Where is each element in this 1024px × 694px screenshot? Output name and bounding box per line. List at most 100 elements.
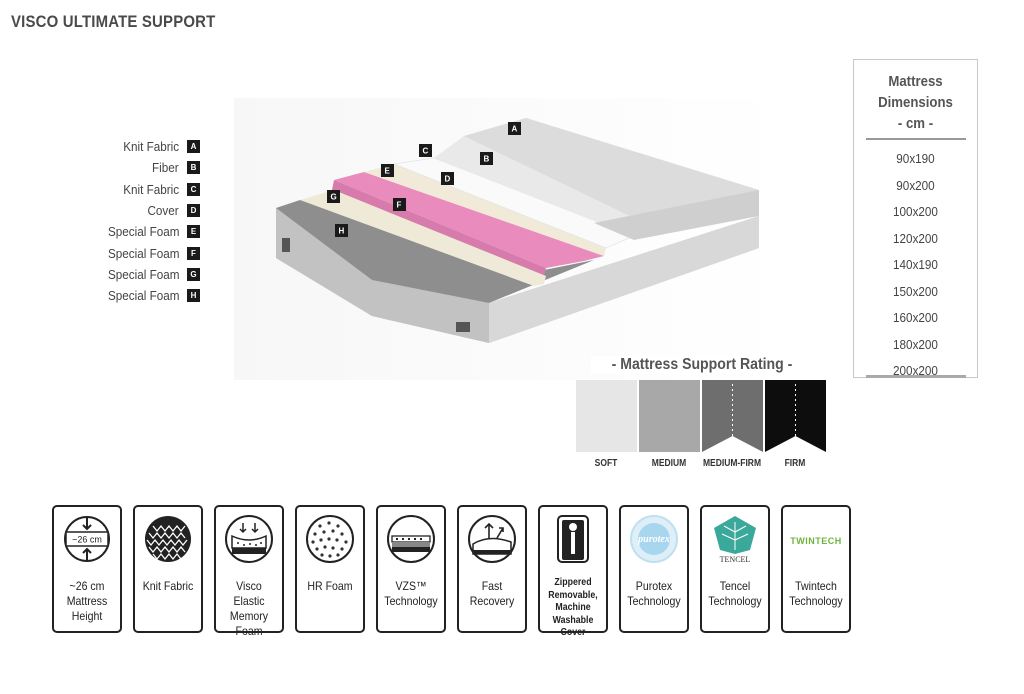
feature-memory-foam: Visco Elastic Memory Foam xyxy=(214,505,284,638)
callout-b xyxy=(480,152,493,165)
legend-badge: D xyxy=(187,204,200,218)
legend-label: Knit Fabric xyxy=(123,181,179,197)
dimensions-title-line2: Dimensions xyxy=(878,94,953,111)
feature-caption: Visco Elastic Memory Foam xyxy=(229,579,269,638)
dimension-size: 140x190 xyxy=(893,257,938,272)
feature-caption: Purotex Technology xyxy=(627,579,681,608)
rating-label-soft: SOFT xyxy=(594,458,618,469)
callout-d-text: D xyxy=(445,175,451,184)
knit-fabric-icon xyxy=(145,516,191,562)
dimensions-title-line1: Mattress xyxy=(888,73,943,90)
callout-g xyxy=(327,190,340,203)
feature-purotex-technology: purotex Purotex Technology xyxy=(619,505,689,633)
callout-e-text: E xyxy=(385,167,391,176)
legend-badge: E xyxy=(187,225,200,239)
legend-label: Special Foam xyxy=(107,266,179,282)
dimensions-bottom-bar xyxy=(866,375,966,378)
rating-swatch-soft xyxy=(576,380,637,452)
tencel-leaf-icon: TENCEL xyxy=(714,516,756,564)
callout-c-text: C xyxy=(423,147,429,156)
rating-swatch-firm xyxy=(765,380,826,452)
legend-row: Special Foam E xyxy=(60,221,200,242)
feature-fast-recovery: Fast Recovery xyxy=(457,505,527,633)
callout-g-text: G xyxy=(331,193,337,202)
page-title: VISCO ULTIMATE SUPPORT xyxy=(11,12,216,31)
callout-e xyxy=(381,164,394,177)
legend-badge: B xyxy=(187,161,200,175)
twintech-logo-icon: TWINTECH xyxy=(790,536,842,546)
rating-label-medium-firm: MEDIUM-FIRM xyxy=(702,458,762,469)
legend-row: Special Foam F xyxy=(60,242,200,263)
hr-foam-icon xyxy=(306,515,354,563)
callout-a xyxy=(508,122,521,135)
feature-knit-fabric: Knit Fabric xyxy=(133,505,203,633)
rating-swatch-medium-firm xyxy=(702,380,763,452)
rating-swatch-medium xyxy=(639,380,700,452)
fast-recovery-icon xyxy=(468,515,516,563)
callout-a-text: A xyxy=(512,125,518,134)
dimension-size: 150x200 xyxy=(893,283,938,299)
legend-label: Special Foam xyxy=(107,224,179,240)
legend-row: Fiber B xyxy=(60,157,200,178)
dimension-size: 180x200 xyxy=(893,336,938,352)
legend-badge: F xyxy=(187,246,200,260)
legend-label: Knit Fabric xyxy=(123,139,179,155)
legend-badge: G xyxy=(187,267,200,281)
legend-badge: C xyxy=(187,182,200,196)
mattress-cutaway-illustration: A B C D E F G H xyxy=(234,98,784,380)
legend-row: Knit Fabric C xyxy=(60,179,200,200)
callout-c xyxy=(419,144,432,157)
feature-caption: HR Foam xyxy=(307,579,353,593)
tencel-logo-text: TENCEL xyxy=(720,555,751,564)
feature-caption: Tencel Technology xyxy=(708,579,762,608)
dimension-size: 90x190 xyxy=(896,151,935,166)
dimension-size: 90x200 xyxy=(896,177,935,193)
feature-caption: VZS™ Technology xyxy=(384,579,438,608)
memory-foam-icon xyxy=(225,515,273,563)
legend-label: Special Foam xyxy=(107,288,179,304)
dimension-size: 160x200 xyxy=(893,310,938,325)
feature-caption: Zippered Removable, Machine Washable Cov… xyxy=(548,577,598,638)
rating-label-medium: MEDIUM xyxy=(651,458,687,469)
callout-f xyxy=(393,198,406,211)
feature-tencel-technology: TENCEL Tencel Technology xyxy=(700,505,770,633)
legend-row: Knit Fabric A xyxy=(60,136,200,157)
feature-twintech-technology: TWINTECH Twintech Technology xyxy=(781,505,851,633)
vzs-mattress-icon xyxy=(387,515,435,563)
feature-caption: ~26 cm Mattress Height xyxy=(66,579,108,623)
feature-mattress-height: ~26 cm ~26 cm Mattress Height xyxy=(52,505,122,633)
rating-label-firm: FIRM xyxy=(784,458,806,469)
feature-caption: Fast Recovery xyxy=(469,579,515,608)
legend-label: Special Foam xyxy=(107,245,179,261)
mattress-dimensions-panel: Mattress Dimensions - cm - 90x190 90x200… xyxy=(853,59,978,378)
dimension-size: 120x200 xyxy=(893,230,938,246)
callout-b-text: B xyxy=(484,155,490,164)
feature-caption: Twintech Technology xyxy=(789,579,843,608)
legend-row: Special Foam G xyxy=(60,264,200,285)
height-arrows-icon: ~26 cm xyxy=(64,516,110,562)
support-rating-title: - Mattress Support Rating - xyxy=(591,356,813,374)
purotex-logo-icon: purotex xyxy=(630,515,678,563)
zipper-cover-icon xyxy=(557,515,589,563)
feature-washable-cover: Zippered Removable, Machine Washable Cov… xyxy=(538,505,608,638)
dimension-size: 200x200 xyxy=(893,363,938,378)
callout-h xyxy=(335,224,348,237)
legend-badge: H xyxy=(187,289,200,303)
feature-hr-foam: HR Foam xyxy=(295,505,365,633)
dimension-size: 100x200 xyxy=(893,204,938,219)
dimensions-title-unit: - cm - xyxy=(897,115,934,132)
callout-d xyxy=(441,172,454,185)
purotex-logo-text: purotex xyxy=(637,534,670,545)
legend-row: Special Foam H xyxy=(60,285,200,306)
feature-vzs-technology: VZS™ Technology xyxy=(376,505,446,633)
callout-f-text: F xyxy=(397,201,402,210)
legend-badge: A xyxy=(187,140,200,154)
twintech-logo-text: TWINTECH xyxy=(790,536,842,546)
feature-caption: Knit Fabric xyxy=(142,579,194,593)
height-icon-text: ~26 cm xyxy=(72,535,102,545)
callout-h-text: H xyxy=(339,227,345,236)
dimensions-divider xyxy=(865,138,966,140)
legend-label: Fiber xyxy=(152,160,179,176)
